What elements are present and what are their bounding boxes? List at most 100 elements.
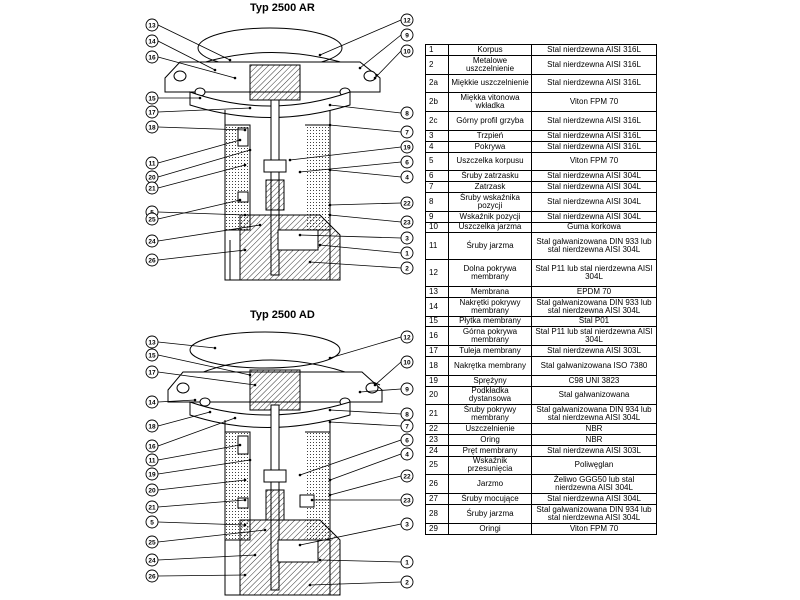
callout-number: 18	[148, 124, 156, 131]
callout-number: 4	[405, 451, 409, 458]
callout-number: 10	[403, 359, 411, 366]
callout-leader-line	[374, 361, 402, 386]
part-number: 6	[425, 170, 449, 183]
callout-circle	[400, 330, 414, 344]
callout-arrow-dot	[253, 553, 257, 557]
drawing-ad	[167, 331, 383, 596]
callout-number: 25	[148, 539, 156, 546]
callout-arrow-dot	[318, 243, 322, 247]
part-name: Sprężyny	[448, 374, 532, 387]
callout-number: 14	[148, 38, 156, 45]
callout-circle	[145, 467, 159, 481]
part-material: Żeliwo GGG50 lub stal nierdzewna AISI 30…	[531, 474, 657, 495]
callout-leader-line	[299, 161, 402, 173]
callout-arrow-dot	[248, 458, 252, 462]
callout-leader-line	[157, 107, 251, 113]
callout-leader-line	[157, 411, 211, 427]
callout-leader-line	[157, 479, 246, 491]
callout-circle	[145, 365, 159, 379]
part-name: Górny profil grzyba	[448, 111, 532, 131]
callout-leader-line	[309, 261, 402, 269]
callout-arrow-dot	[263, 528, 267, 532]
callout-leader-line	[299, 439, 402, 476]
callout-circle	[400, 382, 414, 396]
callout-leader-line	[157, 249, 246, 261]
callout-leader-line	[157, 521, 246, 526]
callout-arrow-dot	[328, 168, 332, 172]
valve-drawings: 1314161517181120215252426129108719642223…	[145, 13, 414, 596]
callout-number: 23	[403, 219, 411, 226]
diagram-title-ad: Typ 2500 AD	[250, 309, 315, 321]
callout-leader-line	[329, 169, 402, 178]
part-number: 2b	[425, 92, 449, 113]
callout-circle	[145, 453, 159, 467]
callout-arrow-dot	[238, 138, 242, 142]
callout-leader-line	[319, 559, 402, 563]
callout-circle	[145, 234, 159, 248]
callout-arrow-dot	[328, 408, 332, 412]
part-material: Stal P11 lub stal nierdzewna AISI 304L	[531, 326, 657, 347]
callout-arrow-dot	[248, 106, 252, 110]
part-number: 9	[425, 210, 449, 223]
callout-leader-line	[157, 199, 241, 220]
callout-number: 2	[405, 265, 409, 272]
callout-number: 10	[403, 48, 411, 55]
callout-arrow-dot	[248, 148, 252, 152]
callout-number: 4	[405, 174, 409, 181]
callout-circle	[400, 433, 414, 447]
callout-circle	[145, 105, 159, 119]
part-material: Stal galwanizowana DIN 933 lub stal nier…	[531, 296, 657, 317]
callout-arrow-dot	[258, 223, 262, 227]
part-material: Stal nierdzewna AISI 303L	[531, 345, 657, 357]
part-number: 13	[425, 285, 449, 298]
part-name: Tuleja membrany	[448, 345, 532, 357]
part-material: Stal galwanizowana DIN 934 lub stal nier…	[531, 503, 657, 524]
callout-arrow-dot	[213, 346, 217, 350]
callout-arrow-dot	[243, 248, 247, 252]
callout-leader-line	[329, 336, 402, 359]
callout-number: 16	[148, 54, 156, 61]
callout-arrow-dot	[328, 123, 332, 127]
callout-circle	[400, 447, 414, 461]
callout-arrow-dot	[310, 498, 314, 502]
callout-arrow-dot	[298, 473, 302, 477]
callout-leader-line	[157, 417, 236, 447]
part-name: Dolna pokrywa membrany	[448, 259, 532, 287]
part-name: Nakrętki pokrywy membrany	[448, 296, 532, 317]
part-number: 3	[425, 129, 449, 142]
callout-number: 1	[405, 559, 409, 566]
callout-number: 19	[148, 471, 156, 478]
callout-arrow-dot	[243, 498, 247, 502]
part-material: Stal nierdzewna AISI 304L	[531, 493, 657, 505]
part-material: NBR	[531, 423, 657, 435]
callout-number: 1	[405, 250, 409, 257]
callout-circle	[400, 140, 414, 154]
callout-leader-line	[319, 244, 402, 254]
callout-leader-line	[157, 574, 246, 577]
callout-circle	[145, 515, 159, 529]
callout-arrow-dot	[233, 416, 237, 420]
callout-leader-line	[157, 224, 261, 242]
diagram-title-ar: Typ 2500 AR	[250, 2, 315, 14]
part-number: 7	[425, 181, 449, 193]
part-name: Metalowe uszczelnienie	[448, 54, 532, 75]
part-number: 29	[425, 522, 449, 535]
callout-circle	[145, 212, 159, 226]
callout-circle	[400, 125, 414, 139]
callout-number: 9	[405, 386, 409, 393]
callout-circle	[400, 155, 414, 169]
callout-number: 2	[405, 579, 409, 586]
callout-number: 11	[149, 457, 156, 464]
callout-arrow-dot	[328, 493, 332, 497]
callout-arrow-dot	[308, 260, 312, 264]
callout-leader-line	[329, 475, 402, 496]
